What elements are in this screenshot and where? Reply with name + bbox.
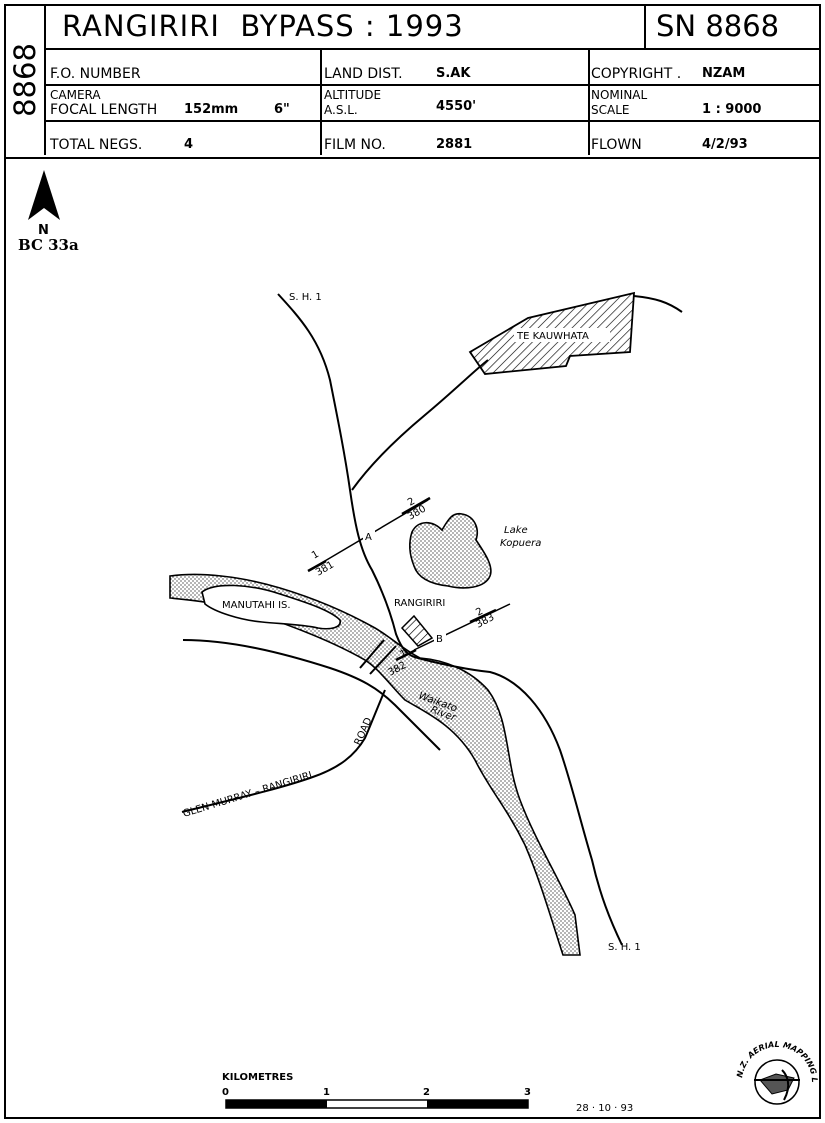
index-code: BC 33a xyxy=(18,236,79,254)
lake-label-2: Kopuera xyxy=(500,538,541,549)
title-row: RANGIRIRI BYPASS : 1993 SN 8868 xyxy=(46,6,819,50)
te-kauwhata-road-east xyxy=(633,295,683,313)
column-divider xyxy=(588,48,590,155)
map-title: RANGIRIRI BYPASS : 1993 xyxy=(62,9,464,43)
total-negs-value: 4 xyxy=(184,137,194,152)
run-b-end-num: 2 xyxy=(474,606,485,619)
land-dist-value: S.AK xyxy=(436,66,471,81)
glen-murray-road xyxy=(181,689,386,813)
scale-tick-label: 0 xyxy=(222,1087,229,1098)
asl-label: A.S.L. xyxy=(324,103,358,117)
sh1-north-label: S. H. 1 xyxy=(289,292,322,303)
run-b-letter: B xyxy=(436,634,443,645)
flight-run-a-end-tick xyxy=(401,496,431,516)
manutahi-island xyxy=(201,584,341,630)
flight-run-a-start-tick xyxy=(307,559,327,573)
run-b-label-bg xyxy=(434,631,446,645)
film-no-value: 2881 xyxy=(436,137,473,152)
scale-tick-label: 2 xyxy=(423,1087,430,1098)
film-no-label: FILM NO. xyxy=(324,137,386,153)
waikato-river xyxy=(169,573,581,956)
north-arrow-icon: N xyxy=(28,170,60,238)
sn-box: SN 8868 xyxy=(644,6,821,48)
flown-label: FLOWN xyxy=(591,137,642,153)
settlement-label: RANGIRIRI xyxy=(394,598,445,609)
river-bank-road xyxy=(182,639,441,751)
te-kauwhata-road xyxy=(351,359,489,491)
run-a-start-frame: 381 xyxy=(314,560,336,579)
column-divider xyxy=(320,48,322,155)
run-a-start-num: 1 xyxy=(310,549,321,562)
row-divider xyxy=(46,120,819,122)
camera-label: CAMERA xyxy=(50,88,101,102)
flown-value: 4/2/93 xyxy=(702,137,748,152)
fo-number-label: F.O. NUMBER xyxy=(50,66,141,82)
scale-bar-segment-filled xyxy=(226,1100,327,1108)
island-label: MANUTAHI IS. xyxy=(222,600,291,611)
side-sheet-number: 8868 xyxy=(6,6,46,155)
flight-run-b-end-tick xyxy=(469,608,497,624)
sh1-south-label: S. H. 1 xyxy=(608,942,641,953)
rangiriri-settlement xyxy=(400,614,434,647)
copyright-value: NZAM xyxy=(702,66,746,81)
revision-date: 28 · 10 · 93 xyxy=(576,1103,634,1114)
bridge xyxy=(369,645,397,675)
altitude-value: 4550' xyxy=(436,99,477,114)
run-a-letter: A xyxy=(365,532,372,543)
flight-run-b-start-tick xyxy=(395,648,417,662)
scale-bar-title: KILOMETRES xyxy=(222,1072,294,1083)
map-sheet: 8868 RANGIRIRI BYPASS : 1993 SN 8868 F.O… xyxy=(4,4,821,1119)
focal-length-inches: 6" xyxy=(274,102,290,117)
scale-value: 1 : 9000 xyxy=(702,102,762,117)
lake-kopuera xyxy=(409,512,492,589)
focal-length-mm: 152mm xyxy=(184,102,239,117)
scale-tick-label: 1 xyxy=(323,1087,330,1098)
state-highway-1 xyxy=(277,293,623,946)
sn-number: SN 8868 xyxy=(656,9,780,43)
altitude-label: ALTITUDE xyxy=(324,88,382,102)
row-divider xyxy=(46,84,819,86)
run-a-end-num: 2 xyxy=(406,496,417,509)
run-b-start-num: 1 xyxy=(398,648,409,661)
north-label: N xyxy=(38,223,49,238)
road-label-left: GLEN MURRAY – RANGIRIRI xyxy=(182,770,314,820)
te-kauwhata-label-bg xyxy=(514,328,610,342)
road-label-right: ROAD xyxy=(353,716,375,747)
run-a-label-bg xyxy=(363,529,375,543)
nz-aerial-mapping-logo: N.Z. AERIAL MAPPING LTD xyxy=(732,1030,819,1105)
nominal-label: NOMINAL xyxy=(591,88,648,102)
scale-tick-label: 3 xyxy=(524,1087,531,1098)
focal-length-label: FOCAL LENGTH xyxy=(50,102,158,118)
total-negs-label: TOTAL NEGS. xyxy=(50,137,143,153)
bridge xyxy=(359,639,385,669)
town-label: TE KAUWHATA xyxy=(516,331,589,342)
scale-label: SCALE xyxy=(591,103,630,117)
title-block: 8868 RANGIRIRI BYPASS : 1993 SN 8868 F.O… xyxy=(6,6,819,159)
copyright-label: COPYRIGHT . xyxy=(591,66,682,82)
lake-label-1: Lake xyxy=(504,525,528,536)
scale-bar-segment-filled xyxy=(427,1100,528,1108)
land-dist-label: LAND DIST. xyxy=(324,66,403,82)
